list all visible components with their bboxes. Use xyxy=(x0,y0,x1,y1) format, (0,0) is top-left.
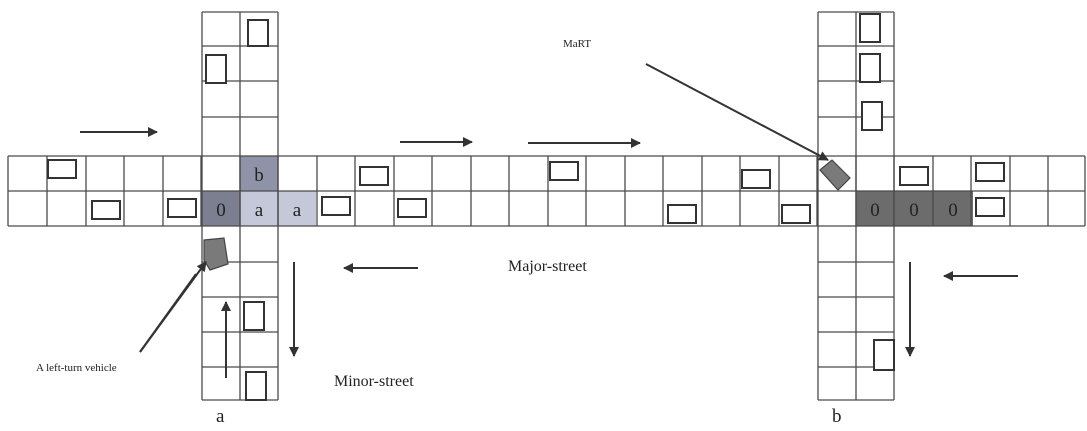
vehicle xyxy=(667,204,697,224)
conflict-cell-a2 xyxy=(278,191,316,226)
vehicle xyxy=(873,339,895,371)
vehicle xyxy=(205,54,227,84)
vehicle xyxy=(47,159,77,179)
occupied-cell-b3 xyxy=(934,191,973,226)
left-turn-vehicle xyxy=(203,237,229,271)
cell-text: a xyxy=(255,200,264,221)
vehicle xyxy=(245,371,267,401)
occupied-cell-b1 xyxy=(856,191,895,226)
conflict-cell-b xyxy=(240,156,278,191)
cell-text: a xyxy=(293,200,302,221)
panel-a-caption: a xyxy=(216,406,225,427)
vehicle xyxy=(861,101,883,131)
vehicle xyxy=(781,204,811,224)
minor-street-b-grid xyxy=(817,11,895,401)
cell-text: 0 xyxy=(216,200,226,221)
panel-b-caption: b xyxy=(832,406,842,427)
panel-b-highlight-cells xyxy=(856,191,973,226)
vehicle xyxy=(397,198,427,218)
vehicle xyxy=(859,53,881,83)
vehicles xyxy=(47,13,1005,401)
mart-vehicle xyxy=(819,159,851,191)
cell-text: 0 xyxy=(909,200,919,221)
vehicle xyxy=(899,166,929,186)
cell-text: 0 xyxy=(948,200,958,221)
vehicle xyxy=(741,169,771,189)
cell-text: 0 xyxy=(870,200,880,221)
vehicle xyxy=(243,301,265,331)
vehicle xyxy=(321,196,351,216)
vehicle xyxy=(91,200,121,220)
mart-pointer-arrow xyxy=(645,63,829,161)
conflict-cell-a1 xyxy=(240,191,278,226)
vehicle xyxy=(859,13,881,43)
major-street-label: Major-street xyxy=(508,258,587,275)
occupied-cell-b2 xyxy=(895,191,934,226)
mart-label: MaRT xyxy=(563,38,592,50)
left-turn-vehicle-label: A left-turn vehicle xyxy=(36,362,117,374)
minor-street-label: Minor-street xyxy=(334,373,414,390)
vehicle xyxy=(975,197,1005,217)
left-turn-pointer-arrow xyxy=(139,261,207,353)
vehicle xyxy=(167,198,197,218)
cell-text: b xyxy=(254,165,264,186)
turning-vehicles xyxy=(203,159,851,271)
vehicle xyxy=(359,166,389,186)
panel-a-highlight-cells xyxy=(202,156,316,226)
vehicle xyxy=(975,162,1005,182)
occupied-cell-0 xyxy=(202,191,240,226)
vehicle xyxy=(549,161,579,181)
vehicle xyxy=(247,19,269,47)
